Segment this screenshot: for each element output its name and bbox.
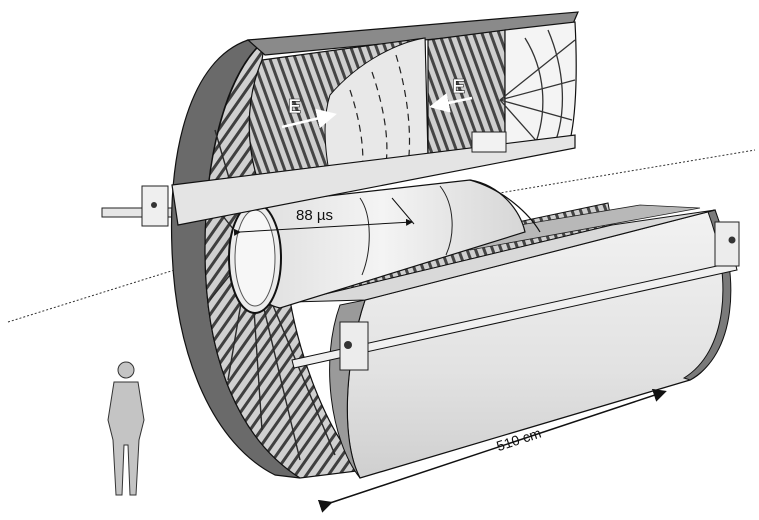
drift-field-label-right: E xyxy=(452,76,465,98)
lower-chamber-plate xyxy=(291,209,716,303)
human-scale-figure xyxy=(107,361,145,496)
upper-right-endcap xyxy=(504,21,577,151)
drift-time-arrow xyxy=(233,218,413,236)
drift-field-label-left: E xyxy=(288,96,301,118)
drift-field-arrow-right xyxy=(429,93,473,113)
drift-time-label: 88 µs xyxy=(296,207,333,224)
upper-bracket xyxy=(471,131,507,153)
left-support-rod xyxy=(101,185,173,227)
beam-line-left xyxy=(7,251,233,323)
lower-support-rod xyxy=(291,221,740,371)
upper-support-bar xyxy=(171,134,576,226)
drift-field-arrow-left xyxy=(281,108,337,129)
length-dimension-arrow xyxy=(317,388,667,513)
drift-time-leader xyxy=(391,197,415,225)
upper-right-spokes xyxy=(499,29,576,146)
beam-line-right xyxy=(469,149,756,199)
